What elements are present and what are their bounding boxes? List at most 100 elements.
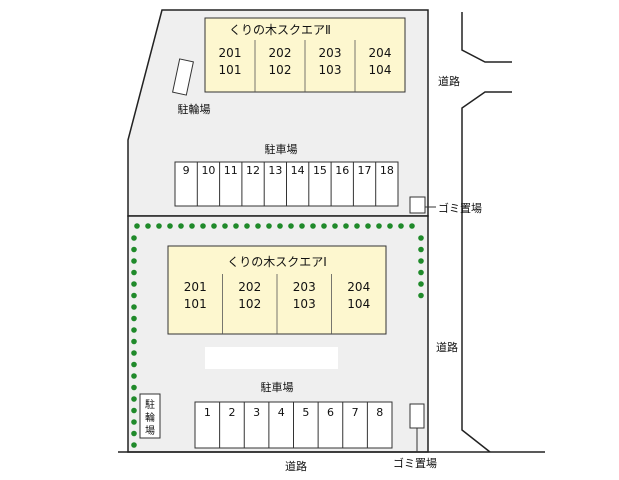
unit-number: 201 (219, 46, 242, 60)
unit-number: 202 (238, 280, 261, 294)
hedge-dot (418, 258, 424, 264)
hedge-dot (131, 430, 137, 437)
garbage-box-south (409, 403, 425, 429)
hedge-dot (418, 292, 424, 299)
parking-stall-number: 1 (204, 406, 211, 419)
hedge-dot (131, 361, 137, 368)
hedge-dot (310, 223, 316, 229)
hedge-dot (131, 235, 137, 241)
hedge-dot (299, 223, 305, 229)
garbage-box-east (409, 196, 426, 214)
parking-south-label: 駐車場 (261, 380, 294, 394)
parking-stall-number: 9 (183, 164, 190, 177)
road-east-edge-upper (461, 12, 512, 63)
hedge-dot (131, 373, 137, 379)
hedge-dot (418, 246, 424, 253)
hedge-dot (131, 269, 137, 276)
parking-stall-number: 17 (358, 164, 372, 177)
hedge-dot (131, 338, 137, 345)
unit-number: 101 (184, 297, 207, 311)
hedge-dot (376, 223, 382, 229)
parking-stall-number: 8 (376, 406, 383, 419)
hedge-dot (156, 223, 162, 229)
parking-stall-number: 18 (380, 164, 394, 177)
bike-rack-south (139, 393, 161, 439)
hedge-dot (288, 223, 294, 229)
hedge-dot (233, 223, 239, 229)
garbage-south-label: ゴミ置場 (393, 456, 437, 470)
parking-stall-number: 14 (291, 164, 305, 177)
hedge-dot (418, 281, 424, 287)
hedge-dot (131, 419, 137, 425)
hedge-dot (131, 304, 137, 310)
parking-stall-number: 11 (224, 164, 238, 177)
hedge-dot (167, 223, 173, 229)
unit-number: 102 (238, 297, 261, 311)
hedge-dot (365, 223, 371, 229)
hedge-dot (244, 223, 250, 229)
bike-south-char-2: 輪 (145, 411, 155, 424)
hedge-dot (222, 223, 228, 229)
unit-number: 104 (369, 63, 392, 77)
hedge-dot (131, 396, 137, 402)
building-north-name: くりの木スクエアⅡ (229, 23, 331, 37)
unit-number: 103 (319, 63, 342, 77)
hedge-dot (131, 315, 137, 322)
parking-stall-number: 2 (228, 406, 235, 419)
hedge-dot (131, 327, 137, 333)
unit-number: 101 (219, 63, 242, 77)
hedge-dot (398, 223, 404, 229)
hedge-dot (131, 384, 137, 391)
parking-stall-number: 3 (253, 406, 260, 419)
bike-rack-north (172, 58, 194, 96)
hedge-dot (200, 223, 206, 229)
unit-number: 102 (269, 63, 292, 77)
bike-south-char-1: 駐 (145, 398, 155, 411)
parking-stall-number: 5 (302, 406, 309, 419)
hedge-dot (387, 223, 393, 229)
parking-stall-number: 4 (278, 406, 285, 419)
unit-number: 202 (269, 46, 292, 60)
unit-number: 203 (293, 280, 316, 294)
hedge-dot (131, 258, 137, 264)
parking-north-label: 駐車場 (265, 142, 298, 156)
parking-stall-number: 12 (246, 164, 260, 177)
hedge-dot (409, 223, 415, 229)
building-south-name: くりの木スクエアⅠ (227, 255, 327, 269)
unit-number: 201 (184, 280, 207, 294)
hedge-dots (131, 223, 424, 448)
hedge-dot (131, 350, 137, 356)
open-space (205, 347, 338, 369)
hedge-dot (332, 223, 338, 229)
hedge-dot (131, 292, 137, 299)
unit-number: 104 (347, 297, 370, 311)
unit-number: 204 (369, 46, 392, 60)
unit-number: 103 (293, 297, 316, 311)
parking-stall-number: 15 (313, 164, 327, 177)
hedge-dot (131, 281, 137, 287)
hedge-dot (178, 223, 184, 229)
hedge-dot (266, 223, 272, 229)
hedge-dot (145, 223, 151, 229)
hedge-dot (189, 223, 195, 229)
unit-number: 204 (347, 280, 370, 294)
parking-stall-number: 7 (352, 406, 359, 419)
hedge-dot (131, 407, 137, 414)
bike-south-char-3: 場 (145, 424, 155, 437)
hedge-dot (321, 223, 327, 229)
road-east-edge-lower (461, 91, 512, 453)
garbage-east-label: ゴミ置場 (438, 201, 482, 215)
hedge-dot (277, 223, 283, 229)
parking-stall-number: 10 (201, 164, 215, 177)
hedge-dot (255, 223, 261, 229)
hedge-dot (418, 235, 424, 241)
road-south-label: 道路 (285, 459, 307, 473)
hedge-dot (418, 269, 424, 276)
hedge-dot (134, 223, 140, 229)
hedge-dot (343, 223, 349, 229)
building-south: くりの木スクエアⅠ 201 101 202 102 203 103 204 104 (167, 245, 387, 335)
hedge-dot (354, 223, 360, 229)
parking-stall-number: 16 (335, 164, 349, 177)
